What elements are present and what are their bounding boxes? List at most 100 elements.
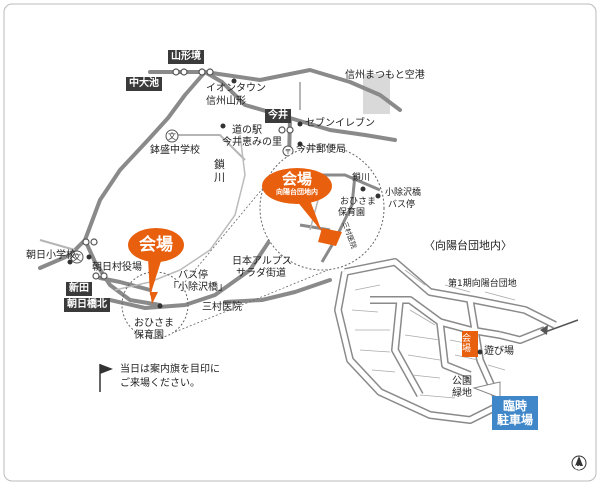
parking-line-2: 駐車場 [497,413,534,427]
flag-icon [100,364,113,374]
direction-arrow-line [544,319,579,333]
station-tag-imai: 今井 [265,109,291,123]
inset-venue-bubble: 会場 向陽台団地内 [262,168,332,204]
detail-playground-label: 遊び場 [484,346,514,357]
poi-dot [297,141,303,147]
detail-road-fill-line [344,259,557,328]
label-alps-2: サラダ街道 [236,268,286,279]
north-label: N [575,464,581,472]
junction-marker [172,68,180,76]
inset-bubble-tail [296,200,322,232]
label-airport: 信州まつもと空港 [345,70,425,81]
parking-line-1: 臨時 [503,399,528,413]
venue-bubble-tail [148,258,162,296]
label-seven-eleven: セブンイレブン [305,118,375,129]
detail-lot-lines [351,284,396,373]
school-icon [165,129,179,143]
road-mimura [223,278,332,304]
visitor-note: 当日は案内旗を目印に ご来場ください。 [120,363,220,391]
junction-markers [82,68,294,280]
label-middle-school: 鉢盛中学校 [150,145,200,156]
post-office-icon-glyph: 〒 [285,148,292,156]
junction-marker [92,272,100,280]
inset-nursery-dot [375,193,381,199]
poi-dot [231,78,237,84]
poi-dot [157,303,163,309]
north-arrow-pointer [575,456,583,466]
label-river: 鎖川 [214,158,225,184]
detail-venue-block [462,331,478,357]
venue-map-marker [150,292,158,304]
visitor-note-line-2: ご来場ください。 [120,378,200,389]
school-icon [70,250,84,264]
detail-area-label: 第1期向陽台団地 [448,279,517,289]
label-post-office: 今井郵便局 [296,144,346,155]
junction-marker [278,126,286,134]
inset-road [320,174,357,263]
station-tag-yamagata: 山形境 [168,50,204,64]
label-nursery-1: おひさま [134,318,174,329]
detail-road-fill-line [335,271,502,423]
visitor-note-line-1: 当日は案内旗を目印に [120,364,220,375]
poi-dot [297,121,303,127]
inset-label-bridge-2: バス停 [388,200,416,210]
station-tag-nakaooike: 中大池 [126,77,162,91]
road-minor-1 [175,134,246,161]
label-bus-stop-1: バス停 [178,270,208,281]
label-bus-stop-2: 「小除沢橋」 [168,282,228,293]
road-minor-3 [39,239,76,251]
inset-label-nursery-1: おひさま [340,197,377,207]
junction-marker [198,68,206,76]
park-green-area [472,381,501,399]
school-icon-glyph: 文 [73,252,81,262]
station-tag-asahibashi-kita: 朝日橋北 [64,298,110,312]
inset-label-nursery-2: 保育園 [338,208,366,218]
detail-map [334,258,587,471]
detail-lot-lines [404,309,456,399]
detail-title: 〈向陽台団地内〉 [424,239,512,252]
inset-bus-dot [360,186,366,192]
label-asahi-school: 朝日小学校 [26,250,76,261]
label-aeon-2: 信州山形 [206,96,246,107]
inset-venue-sub: 向陽台団地内 [276,188,318,196]
junction-marker [180,68,188,76]
junction-marker [82,238,90,246]
label-nursery-2: 保育園 [134,330,164,341]
detail-road-fill-line [437,321,471,378]
junction-marker [90,238,98,246]
zoom-leader [174,269,329,333]
school-icon-glyph: 文 [168,131,176,141]
direction-arrow-head [540,325,548,335]
road-shinden [98,276,152,292]
poi-dots [67,78,303,309]
poi-dot [67,259,73,265]
label-aeon-1: イオンタウン [206,83,266,94]
minor-roads [39,82,301,251]
zoom-circle-small [121,271,189,339]
zoom-leader [184,181,269,283]
poi-dot [220,123,226,129]
road-west [83,70,207,242]
temporary-parking-badge: 臨時 駐車場 [492,396,539,430]
detail-park-1: 公園 [452,376,472,387]
zoom-circle-inset [259,145,385,271]
label-alps-1: 日本アルプス [232,256,292,267]
inset-venue-block [318,228,342,246]
inset-label-bridge-1: 小除沢橋 [385,188,422,198]
detail-venue-label: 会場 [462,334,472,354]
label-michinoeki-1: 道の駅 [232,125,262,136]
poi-dot [86,254,92,260]
playground-dot [477,349,483,355]
detail-lot-lines [404,269,516,301]
venue-bubble: 会場 [128,228,184,262]
label-village-office: 朝日村役場 [92,262,142,273]
junction-marker [286,126,294,134]
inset-label-river: 鎖川 [352,173,371,183]
road-asahi [38,238,87,270]
detail-road-fill-line [499,327,546,343]
label-clinic: 三村医院 [202,302,242,313]
junction-marker [100,272,108,280]
inset-venue-label: 会場 [281,170,312,188]
road-sw [83,238,162,307]
